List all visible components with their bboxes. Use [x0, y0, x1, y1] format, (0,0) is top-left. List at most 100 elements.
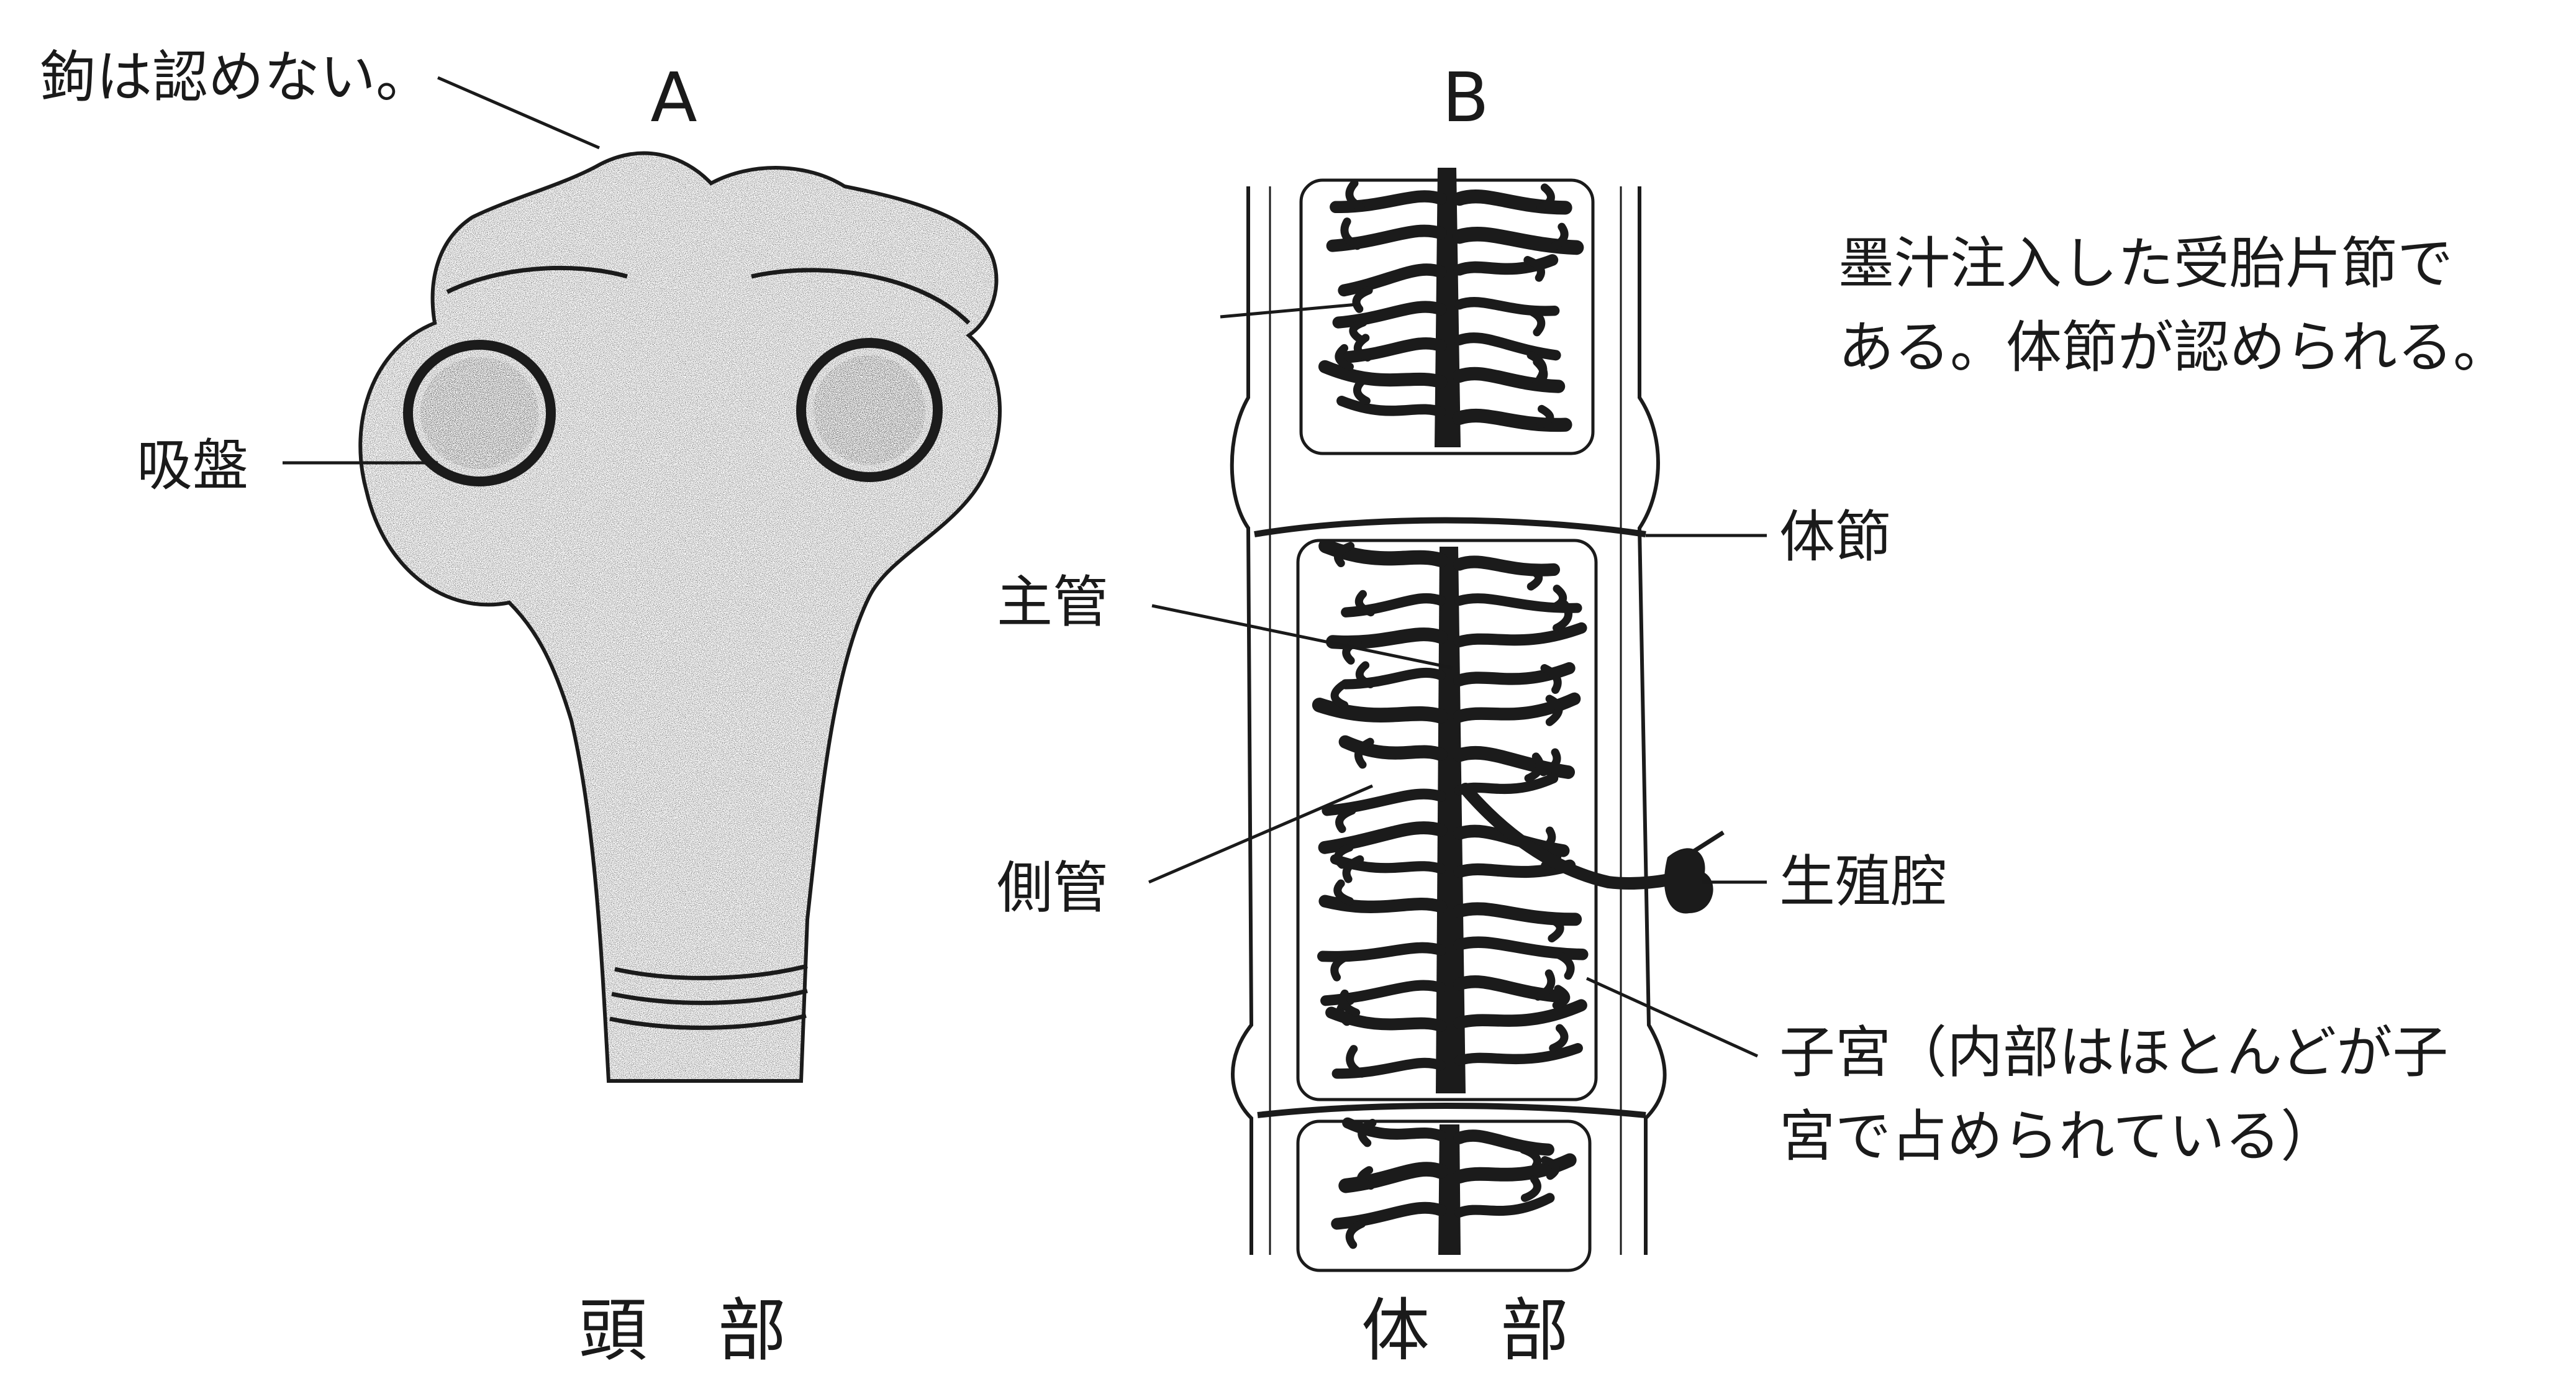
lateral-branch-fork	[1524, 752, 1544, 783]
lateral-branch-fork	[1358, 1119, 1377, 1147]
neck-ring-3	[609, 1013, 807, 1030]
lateral-branch-fork	[1346, 1045, 1366, 1078]
lateral-branch-fork	[1523, 256, 1545, 282]
neck-ring-2	[611, 988, 808, 1005]
lateral-branch-fork	[1545, 695, 1563, 726]
scolex-brow-left	[446, 265, 628, 294]
label-hooks: 鉤は認めない。	[40, 45, 432, 110]
lateral-branch-fork	[1357, 1166, 1375, 1190]
sucker-right-shade	[814, 355, 925, 465]
caption-body: 体 部	[1361, 1291, 1570, 1370]
scolex-illustration	[358, 151, 1002, 1083]
lateral-branch-fork	[1335, 344, 1354, 371]
leader-main-duct	[1151, 604, 1453, 670]
lateral-branch-fork	[1354, 737, 1374, 769]
lateral-branch-fork	[1352, 286, 1373, 313]
lateral-branch	[1322, 788, 1446, 816]
lateral-branch-fork	[1529, 358, 1548, 391]
lateral-branch-fork	[1353, 373, 1371, 405]
main-duct-bottom	[1438, 1124, 1461, 1255]
lateral-branch	[1318, 895, 1448, 913]
lateral-branch	[1453, 555, 1561, 576]
lateral-branch-fork	[1553, 600, 1573, 632]
lateral-branch	[1453, 1153, 1577, 1184]
lateral-branch	[1453, 622, 1587, 647]
lateral-branch-fork	[1353, 334, 1372, 362]
lateral-branch-fork	[1548, 585, 1567, 613]
segment-joint-lower	[1257, 1103, 1646, 1118]
lateral-branch	[1453, 859, 1576, 878]
proglottid-illustration	[1230, 168, 1725, 1272]
lateral-branch-fork	[1330, 680, 1349, 709]
label-genital-pore: 生殖腔	[1779, 849, 1947, 914]
label-note-line1: 墨汁注入した受胎片節で	[1838, 231, 2453, 296]
panel-label-b: B	[1442, 58, 1489, 137]
panel-label-a: A	[650, 58, 697, 137]
lateral-branch	[1454, 773, 1559, 796]
lateral-branch-fork	[1330, 952, 1352, 982]
lateral-branch	[1454, 297, 1560, 316]
lateral-branch-fork	[1548, 222, 1569, 252]
lateral-branch	[1325, 1006, 1447, 1032]
uterus-box-bottom	[1296, 1119, 1592, 1272]
uterus-box-middle	[1296, 539, 1598, 1101]
lateral-branch-fork	[1338, 989, 1361, 1017]
lateral-branch-fork	[1549, 1024, 1569, 1052]
lateral-branch-fork	[1342, 637, 1362, 665]
caption-head: 頭 部	[579, 1291, 787, 1370]
genital-duct	[1459, 783, 1689, 890]
lateral-branch-fork	[1334, 542, 1355, 568]
label-segment: 体節	[1779, 504, 1891, 570]
scolex-shading	[360, 153, 1000, 1082]
lateral-branch	[1336, 396, 1446, 417]
lateral-branch	[1454, 1193, 1555, 1218]
lateral-branch-fork	[1349, 318, 1367, 344]
lateral-branch-fork	[1519, 1146, 1541, 1170]
label-sucker: 吸盤	[137, 433, 248, 498]
lateral-branch-fork	[1552, 985, 1571, 1009]
label-note-line2: ある。体節が認められる。	[1838, 315, 2509, 380]
lateral-branch	[1453, 1129, 1554, 1156]
strobila-outline-right	[1637, 186, 1667, 1255]
lateral-branch-fork	[1536, 404, 1554, 429]
lateral-branch-fork	[1340, 217, 1362, 250]
lateral-branch	[1312, 698, 1448, 724]
lateral-branch	[1453, 999, 1587, 1029]
label-lateral-duct: 側管	[997, 855, 1109, 921]
lateral-branch-fork	[1335, 806, 1356, 834]
lateral-branch	[1318, 821, 1448, 854]
neck-ring-1	[614, 964, 808, 980]
leader-hooks	[437, 76, 600, 150]
label-uterus-line2: 宮で占められている）	[1779, 1104, 2336, 1169]
leader-lateral-duct	[1148, 784, 1373, 884]
lateral-branch-fork	[1540, 664, 1562, 694]
lateral-branch-fork	[1333, 879, 1354, 906]
lateral-branch-fork	[1354, 590, 1375, 617]
lateral-branch-fork	[1536, 183, 1555, 212]
lateral-branch-fork	[1534, 969, 1556, 1001]
lateral-branch	[1332, 301, 1447, 329]
lateral-branch-fork	[1553, 950, 1575, 980]
lateral-branch	[1453, 936, 1589, 960]
lateral-branch-fork	[1345, 179, 1365, 211]
lateral-branch	[1318, 360, 1448, 389]
lateral-branch-fork	[1355, 661, 1375, 689]
lateral-branch	[1317, 942, 1446, 962]
lateral-branch	[1454, 1043, 1583, 1066]
label-uterus-line1: 子宮（内部はほとんどが子	[1779, 1020, 2448, 1085]
lateral-branch-fork	[1342, 855, 1364, 883]
lateral-branch	[1326, 627, 1448, 650]
lateral-branch	[1338, 263, 1447, 297]
lateral-branch	[1331, 1201, 1447, 1230]
lateral-branches	[1312, 179, 1589, 1249]
genital-pore	[1664, 848, 1713, 914]
lateral-branch-fork	[1525, 565, 1543, 591]
lateral-branch-fork	[1345, 1219, 1366, 1249]
leader-note	[1220, 303, 1358, 319]
lateral-branch	[1454, 332, 1561, 361]
sucker-left	[403, 340, 556, 486]
lateral-branch-fork	[1539, 748, 1561, 777]
lateral-branch-fork	[1525, 306, 1546, 337]
sucker-left-shade	[420, 357, 538, 469]
sucker-right	[796, 338, 943, 482]
